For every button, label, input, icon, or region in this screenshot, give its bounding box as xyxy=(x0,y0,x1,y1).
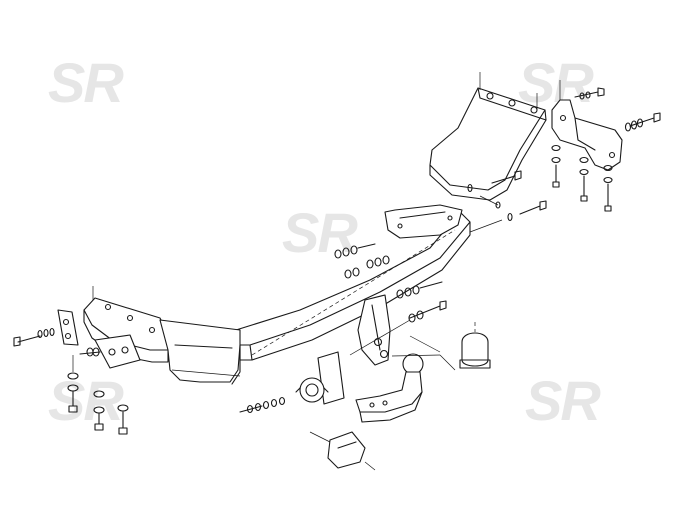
watermark-center: SR xyxy=(282,201,358,264)
watermark-top-left: SR xyxy=(48,51,124,114)
electrical-socket-plate xyxy=(295,351,345,405)
mid-right-bolts xyxy=(467,170,547,222)
left-beam-arm xyxy=(159,319,241,385)
vertical-bolts-right xyxy=(551,144,613,212)
tow-ball-cover-icon xyxy=(439,322,491,371)
top-right-bolts xyxy=(574,87,661,132)
watermark-group: SR SR SR SR SR xyxy=(48,51,603,432)
watermark-bottom-left: SR xyxy=(48,369,124,432)
bottom-bolts-row xyxy=(239,396,286,414)
watermark-bottom-right: SR xyxy=(525,369,601,432)
main-crossbar-beam xyxy=(235,204,471,361)
ball-mount-long-bolt xyxy=(349,300,447,356)
left-mounting-bracket xyxy=(57,286,171,369)
electrical-connector-plug-icon xyxy=(309,431,376,471)
vertical-bolts-left xyxy=(67,355,129,435)
tow-ball-neck xyxy=(355,353,441,423)
assembly-guide-lines xyxy=(171,195,503,377)
center-beam-bolts xyxy=(334,243,443,299)
ball-mount-bracket xyxy=(357,294,391,366)
right-mounting-bracket xyxy=(429,72,547,201)
left-bolts xyxy=(13,327,101,357)
